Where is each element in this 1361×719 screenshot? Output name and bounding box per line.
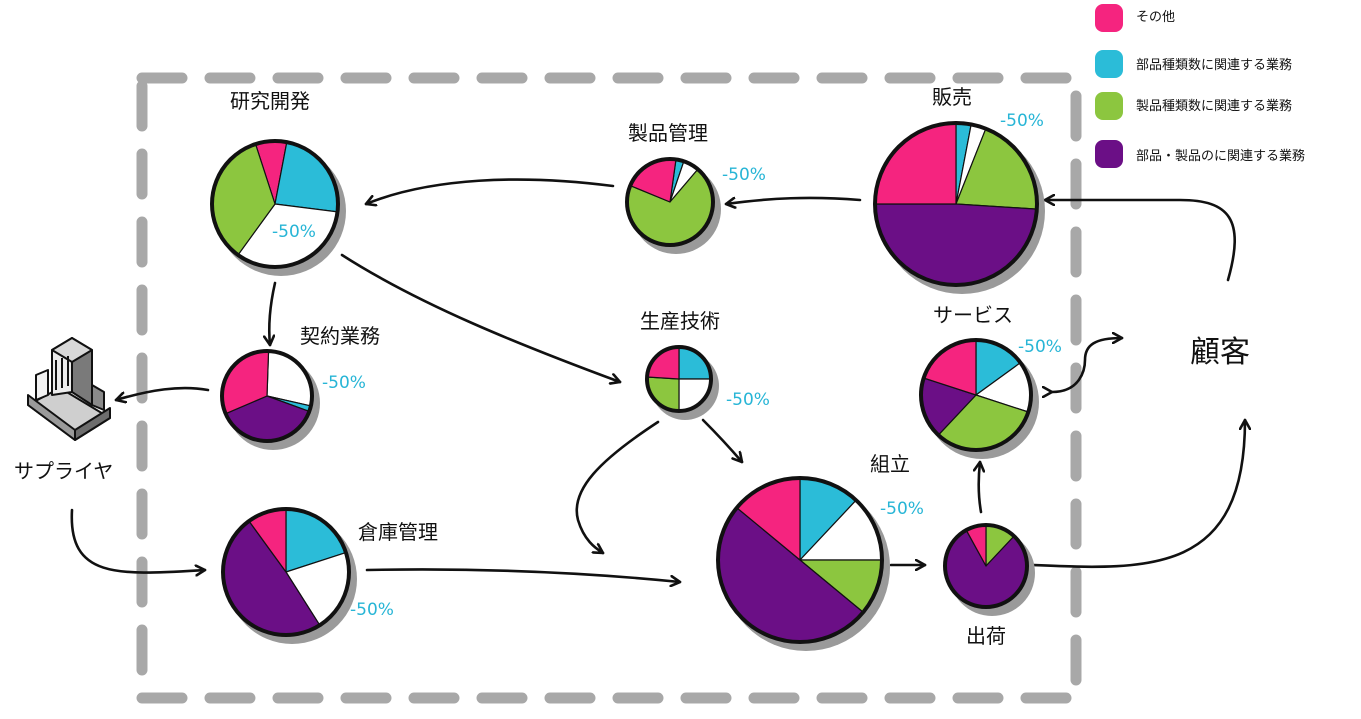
legend-label-parts: 部品種類数に関連する業務 (1136, 57, 1292, 73)
pie-assembly (716, 476, 890, 651)
node-rnd: 研究開発 -50% (210, 89, 346, 276)
pct-label-sales: -50% (1000, 111, 1044, 131)
legend-label-other: その他 (1136, 10, 1175, 25)
flow-arrows (70, 178, 1245, 583)
node-product-mgmt: 製品管理 -50% (625, 121, 766, 254)
pie-shipping (943, 523, 1035, 616)
node-label-warehouse: 倉庫管理 (358, 520, 438, 544)
pct-label-service: -50% (1018, 337, 1062, 357)
legend-label-products: 製品種類数に関連する業務 (1136, 98, 1292, 114)
legend-swatch-both (1095, 140, 1123, 168)
pie-outline (220, 349, 314, 443)
pct-label-warehouse: -50% (350, 600, 394, 620)
pie-slice-parts (274, 141, 339, 213)
pie-sales (873, 121, 1045, 294)
pct-label-contract: -50% (322, 373, 366, 393)
legend-swatch-parts (1095, 50, 1123, 78)
pie-outline (221, 507, 351, 637)
arrow-rnd-to-contract (269, 281, 277, 347)
arrow-warehouse-to-assembly (365, 568, 682, 583)
arrow-shipping-to-customer (1030, 418, 1245, 569)
arrow-service-customer-link (1052, 338, 1124, 392)
arrow-supplier-to-warehouse (70, 508, 207, 573)
pie-rnd (210, 139, 346, 276)
node-sales: 販売 -50% (873, 85, 1045, 294)
legend-label-both: 部品・製品のに関連する業務 (1136, 148, 1305, 164)
node-service: サービス -50% (919, 303, 1062, 459)
node-label-service: サービス (933, 303, 1013, 327)
node-label-product-mgmt: 製品管理 (628, 121, 708, 145)
arrow-product-mgmt-to-rnd (364, 178, 615, 204)
arrow-sales-to-product-mgmt (724, 196, 862, 204)
pie-outline (645, 345, 713, 413)
node-label-contract: 契約業務 (300, 324, 380, 348)
pie-outline (919, 338, 1033, 452)
pct-label-assembly: -50% (880, 499, 924, 519)
pie-outline (210, 139, 340, 269)
pct-label-rnd: -50% (272, 222, 316, 242)
node-label-shipping: 出荷 (966, 624, 1006, 648)
pie-prod-eng (645, 345, 719, 420)
node-label-rnd: 研究開発 (230, 89, 310, 113)
arrow-shipping-to-service (979, 460, 981, 514)
pie-outline (873, 121, 1039, 287)
node-label-sales: 販売 (932, 85, 972, 109)
legend-swatch-products (1095, 92, 1123, 120)
pie-outline (716, 476, 884, 644)
pie-outline (625, 157, 715, 247)
node-assembly: 組立 -50% (716, 452, 924, 651)
pie-product-mgmt (625, 157, 721, 254)
pct-label-prod-eng: -50% (726, 390, 770, 410)
node-label-prod-eng: 生産技術 (640, 309, 720, 333)
node-prod-eng: 生産技術 -50% (640, 309, 770, 420)
legend-swatch-other (1095, 4, 1123, 32)
arrow-contract-to-supplier (114, 386, 210, 400)
arrow-prod-eng-to-warehouse-flow (575, 420, 660, 555)
legend: その他 部品種類数に関連する業務 製品種類数に関連する業務 部品・製品のに関連す… (1095, 4, 1305, 168)
customer-label: 顧客 (1190, 335, 1250, 370)
pie-outline (943, 523, 1029, 609)
node-label-assembly: 組立 (870, 452, 910, 476)
arrow-rnd-to-prod-eng (340, 253, 622, 382)
pie-warehouse (221, 507, 357, 644)
supplier-label: サプライヤ (14, 459, 113, 483)
pie-contract (220, 349, 320, 450)
arrow-prod-eng-to-assembly (701, 418, 744, 464)
node-contract: 契約業務 -50% (220, 324, 380, 450)
node-warehouse: 倉庫管理 -50% (221, 507, 438, 644)
arrow-customer-to-sales (1043, 200, 1237, 282)
building-icon (27, 337, 111, 441)
node-shipping: 出荷 (943, 523, 1035, 648)
pie-service (919, 338, 1039, 459)
pct-label-product-mgmt: -50% (722, 165, 766, 185)
